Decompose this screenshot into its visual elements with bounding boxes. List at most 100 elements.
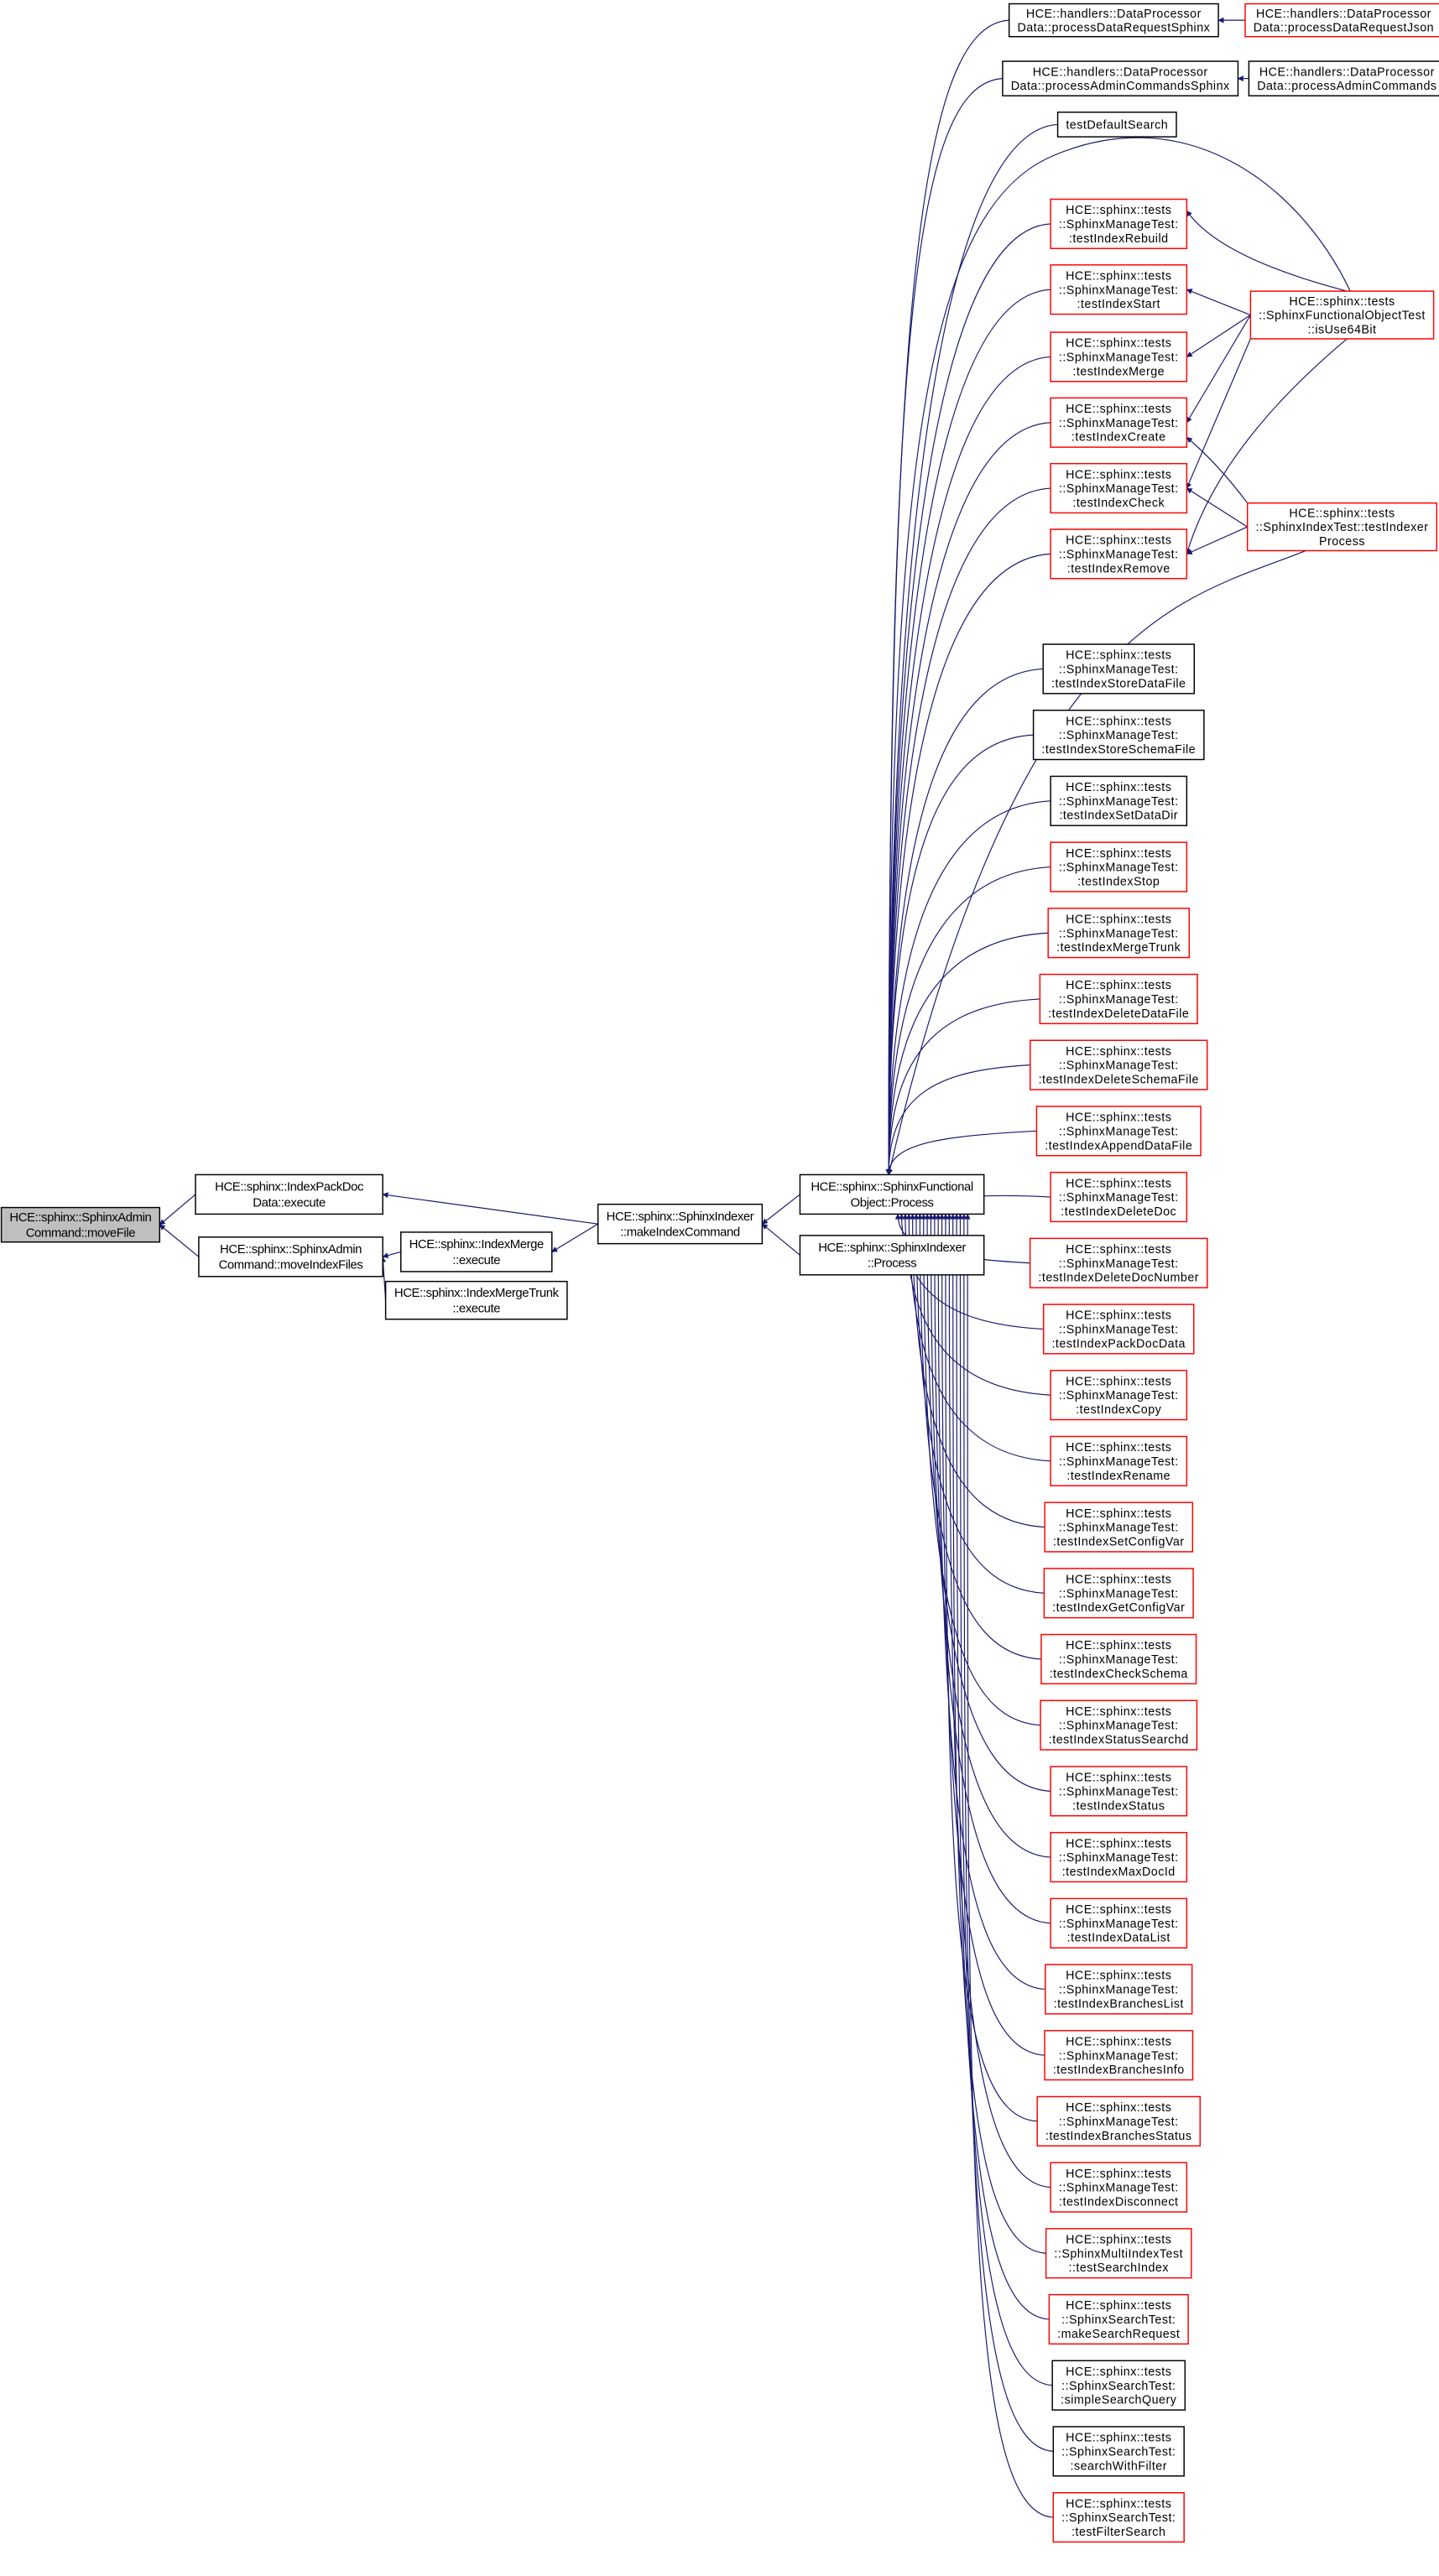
node-label: HCE::sphinx::IndexMergeTrunk::execute: [394, 1287, 560, 1316]
node-box: [1050, 2162, 1188, 2213]
node-b23[interactable]: HCE::sphinx::tests::SphinxManageTest::te…: [1050, 2162, 1188, 2213]
node-label-line: ::execute: [452, 1254, 500, 1267]
node-b2[interactable]: HCE::sphinx::tests::SphinxManageTest::te…: [1050, 775, 1188, 826]
node-label-line: Data::processAdminCommandsSphinx: [1011, 80, 1230, 93]
node-b12[interactable]: HCE::sphinx::tests::SphinxManageTest::te…: [1050, 1435, 1188, 1486]
node-b19[interactable]: HCE::sphinx::tests::SphinxManageTest::te…: [1050, 1897, 1188, 1949]
node-label-line: :testIndexDeleteDoc: [1061, 1205, 1176, 1219]
node-b6[interactable]: HCE::sphinx::tests::SphinxManageTest::te…: [1030, 1039, 1208, 1090]
node-label-line: Command::moveIndexFiles: [219, 1259, 363, 1272]
node-mergeTrunkExec[interactable]: HCE::sphinx::IndexMergeTrunk::execute: [384, 1280, 568, 1320]
node-b10[interactable]: HCE::sphinx::tests::SphinxManageTest::te…: [1042, 1304, 1195, 1355]
node-b8[interactable]: HCE::sphinx::tests::SphinxManageTest::te…: [1050, 1171, 1188, 1223]
node-t4[interactable]: HCE::sphinx::tests::SphinxManageTest::te…: [1050, 462, 1188, 514]
node-b24[interactable]: HCE::sphinx::tests::SphinxMultiIndexTest…: [1045, 2228, 1192, 2279]
node-label-line: HCE::sphinx::tests: [1066, 1507, 1171, 1521]
node-label-line: HCE::sphinx::tests: [1289, 295, 1395, 309]
node-label-line: HCE::sphinx::tests: [1066, 649, 1171, 663]
node-label: HCE::sphinx::tests::SphinxManageTest::te…: [1059, 1177, 1179, 1219]
node-label-line: :testIndexSetConfigVar: [1053, 1535, 1185, 1548]
node-b5[interactable]: HCE::sphinx::tests::SphinxManageTest::te…: [1039, 973, 1198, 1025]
node-b25[interactable]: HCE::sphinx::tests::SphinxSearchTest::ma…: [1048, 2293, 1189, 2345]
node-label-line: HCE::sphinx::tests: [1066, 1045, 1171, 1059]
node-b9[interactable]: HCE::sphinx::tests::SphinxManageTest::te…: [1029, 1237, 1208, 1288]
node-label-line: Data::processAdminCommands: [1257, 80, 1436, 93]
node-label-line: :testIndexStatus: [1072, 1799, 1165, 1813]
node-b13[interactable]: HCE::sphinx::tests::SphinxManageTest::te…: [1044, 1501, 1194, 1553]
node-b1[interactable]: HCE::sphinx::tests::SphinxManageTest::te…: [1032, 710, 1205, 761]
node-b0[interactable]: HCE::sphinx::tests::SphinxManageTest::te…: [1042, 643, 1196, 695]
node-b20[interactable]: HCE::sphinx::tests::SphinxManageTest::te…: [1045, 1964, 1193, 2015]
node-box: [195, 1174, 383, 1215]
call-edge-arrow: [885, 223, 1051, 1176]
node-b27[interactable]: HCE::sphinx::tests::SphinxSearchTest::se…: [1052, 2426, 1185, 2477]
call-edge-arrow: [961, 1213, 1054, 2452]
node-label-line: :testIndexMaxDocId: [1062, 1866, 1176, 1879]
node-label-line: HCE::sphinx::tests: [1066, 1441, 1171, 1455]
node-label-line: ::SphinxManageTest:: [1059, 548, 1179, 561]
node-box: [1050, 264, 1188, 315]
node-label-line: :searchWithFilter: [1071, 2459, 1167, 2473]
node-label-line: HCE::sphinx::tests: [1066, 1309, 1171, 1323]
node-b17[interactable]: HCE::sphinx::tests::SphinxManageTest::te…: [1050, 1766, 1188, 1817]
node-label-line: :testIndexDisconnect: [1059, 2195, 1178, 2209]
node-label-line: ::SphinxManageTest:: [1059, 417, 1179, 430]
node-label: HCE::sphinx::tests::SphinxManageTest::te…: [1059, 781, 1179, 823]
node-label-line: Process: [1319, 535, 1365, 549]
node-label: HCE::sphinx::IndexMerge::execute: [409, 1238, 544, 1267]
node-b26[interactable]: HCE::sphinx::tests::SphinxSearchTest::si…: [1051, 2360, 1186, 2411]
node-b3[interactable]: HCE::sphinx::tests::SphinxManageTest::te…: [1050, 841, 1188, 892]
node-box: [1040, 1633, 1197, 1685]
node-b28[interactable]: HCE::sphinx::tests::SphinxSearchTest::te…: [1052, 2491, 1185, 2543]
call-edge-arrow: [953, 1213, 1050, 2320]
node-label-line: HCE::handlers::DataProcessor: [1033, 65, 1208, 79]
node-t3[interactable]: HCE::sphinx::tests::SphinxManageTest::te…: [1050, 397, 1188, 448]
node-b21[interactable]: HCE::sphinx::tests::SphinxManageTest::te…: [1044, 2030, 1194, 2081]
node-b4[interactable]: HCE::sphinx::tests::SphinxManageTest::te…: [1047, 908, 1191, 959]
node-b18[interactable]: HCE::sphinx::tests::SphinxManageTest::te…: [1050, 1831, 1188, 1883]
node-indexerProcess[interactable]: HCE::sphinx::SphinxIndexer::Process: [799, 1235, 985, 1276]
node-t1[interactable]: HCE::sphinx::tests::SphinxManageTest::te…: [1050, 264, 1188, 315]
node-b7[interactable]: HCE::sphinx::tests::SphinxManageTest::te…: [1035, 1106, 1202, 1157]
node-t0[interactable]: HCE::sphinx::tests::SphinxManageTest::te…: [1050, 198, 1188, 249]
node-box: [1050, 1897, 1188, 1949]
node-b11[interactable]: HCE::sphinx::tests::SphinxManageTest::te…: [1050, 1370, 1188, 1421]
node-label-line: ::SphinxManageTest:: [1059, 351, 1179, 365]
node-mergeExec[interactable]: HCE::sphinx::IndexMerge::execute: [400, 1231, 553, 1272]
node-box: [1050, 1831, 1188, 1883]
node-label-line: ::SphinxManageTest:: [1059, 1785, 1179, 1798]
call-edge-arrow: [1186, 526, 1248, 555]
node-label-line: :testIndexAppendDataFile: [1045, 1139, 1192, 1153]
node-b16[interactable]: HCE::sphinx::tests::SphinxManageTest::te…: [1040, 1699, 1198, 1751]
node-label-line: ::SphinxManageTest:: [1059, 927, 1179, 940]
node-label: HCE::sphinx::tests::SphinxMultiIndexTest…: [1054, 2234, 1183, 2276]
node-b14[interactable]: HCE::sphinx::tests::SphinxManageTest::te…: [1043, 1568, 1194, 1619]
call-edge-arrow: [924, 1213, 1051, 1792]
node-indexerTest[interactable]: HCE::sphinx::tests::SphinxIndexTest::tes…: [1246, 502, 1438, 552]
node-label-line: HCE::sphinx::tests: [1066, 1772, 1171, 1785]
node-defaultSearch[interactable]: testDefaultSearch: [1056, 112, 1177, 138]
node-t2[interactable]: HCE::sphinx::tests::SphinxManageTest::te…: [1050, 331, 1188, 382]
node-b22[interactable]: HCE::sphinx::tests::SphinxManageTest::te…: [1036, 2095, 1202, 2147]
node-b15[interactable]: HCE::sphinx::tests::SphinxManageTest::te…: [1040, 1633, 1197, 1685]
node-label: HCE::sphinx::SphinxIndexer::Process: [818, 1241, 966, 1271]
node-label-line: :testIndexCheckSchema: [1050, 1668, 1188, 1681]
call-edge-arrow: [1186, 289, 1251, 316]
node-t5[interactable]: HCE::sphinx::tests::SphinxManageTest::te…: [1050, 528, 1188, 580]
call-edge-arrow: [942, 1213, 1038, 2122]
node-makeIndexCommand[interactable]: HCE::sphinx::SphinxIndexer::makeIndexCom…: [597, 1203, 764, 1245]
node-label-line: testDefaultSearch: [1066, 119, 1168, 133]
node-label-line: HCE::sphinx::tests: [1066, 2497, 1171, 2511]
call-edge-arrow: [885, 553, 1051, 1176]
node-isUse64Bit[interactable]: HCE::sphinx::tests::SphinxFunctionalObje…: [1249, 290, 1435, 340]
